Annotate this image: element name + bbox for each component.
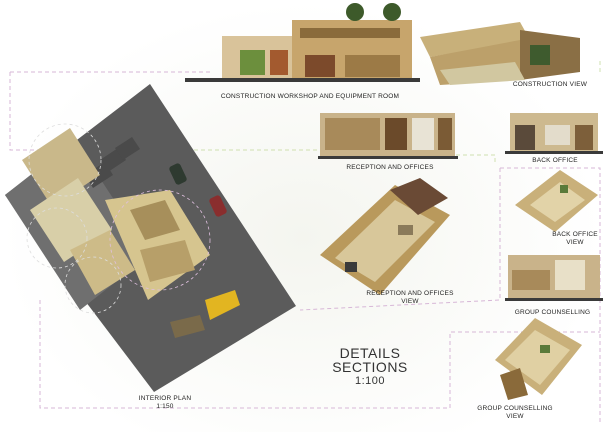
reception-view-drawing (320, 178, 450, 295)
caption-back-office-view: BACK OFFICE VIEW (540, 231, 606, 247)
caption-back-office-view-line2: VIEW (566, 239, 584, 246)
details-sections-title: DETAILS SECTIONS 1:100 (330, 346, 410, 388)
caption-reception-view-line1: RECEPTION AND OFFICES (366, 290, 454, 297)
caption-group-counselling-view-line2: VIEW (506, 413, 524, 420)
caption-reception-view-line2: VIEW (401, 298, 419, 305)
caption-interior-plan-line2: 1:150 (156, 403, 174, 410)
interior-plan-drawing (5, 84, 296, 392)
caption-back-office-view-line1: BACK OFFICE (552, 231, 598, 238)
title-scale: 1:100 (354, 375, 386, 387)
caption-interior-plan-line1: INTERIOR PLAN (138, 395, 192, 402)
group-counselling-elevation-drawing (505, 255, 603, 301)
caption-workshop: CONSTRUCTION WORKSHOP AND EQUIPMENT ROOM (220, 93, 400, 100)
reception-elevation-drawing (318, 113, 458, 159)
caption-group-counselling-view-line1: GROUP COUNSELLING (477, 405, 553, 412)
caption-back-office: BACK OFFICE (532, 157, 578, 164)
construction-view-drawing (420, 22, 580, 85)
caption-reception-view: RECEPTION AND OFFICES VIEW (355, 290, 465, 306)
caption-interior-plan: INTERIOR PLAN 1:150 (130, 395, 200, 411)
back-office-view-drawing (515, 170, 598, 232)
title-line2: SECTIONS (332, 359, 408, 375)
back-office-elevation-drawing (505, 113, 603, 154)
group-counselling-view-drawing (495, 318, 582, 400)
caption-construction-view: CONSTRUCTION VIEW (512, 81, 588, 88)
workshop-elevation-drawing (185, 3, 420, 82)
caption-group-counselling-view: GROUP COUNSELLING VIEW (460, 405, 570, 421)
caption-reception: RECEPTION AND OFFICES (346, 164, 434, 171)
caption-group-counselling: GROUP COUNSELLING (514, 309, 591, 316)
title-line1: DETAILS (339, 345, 401, 361)
